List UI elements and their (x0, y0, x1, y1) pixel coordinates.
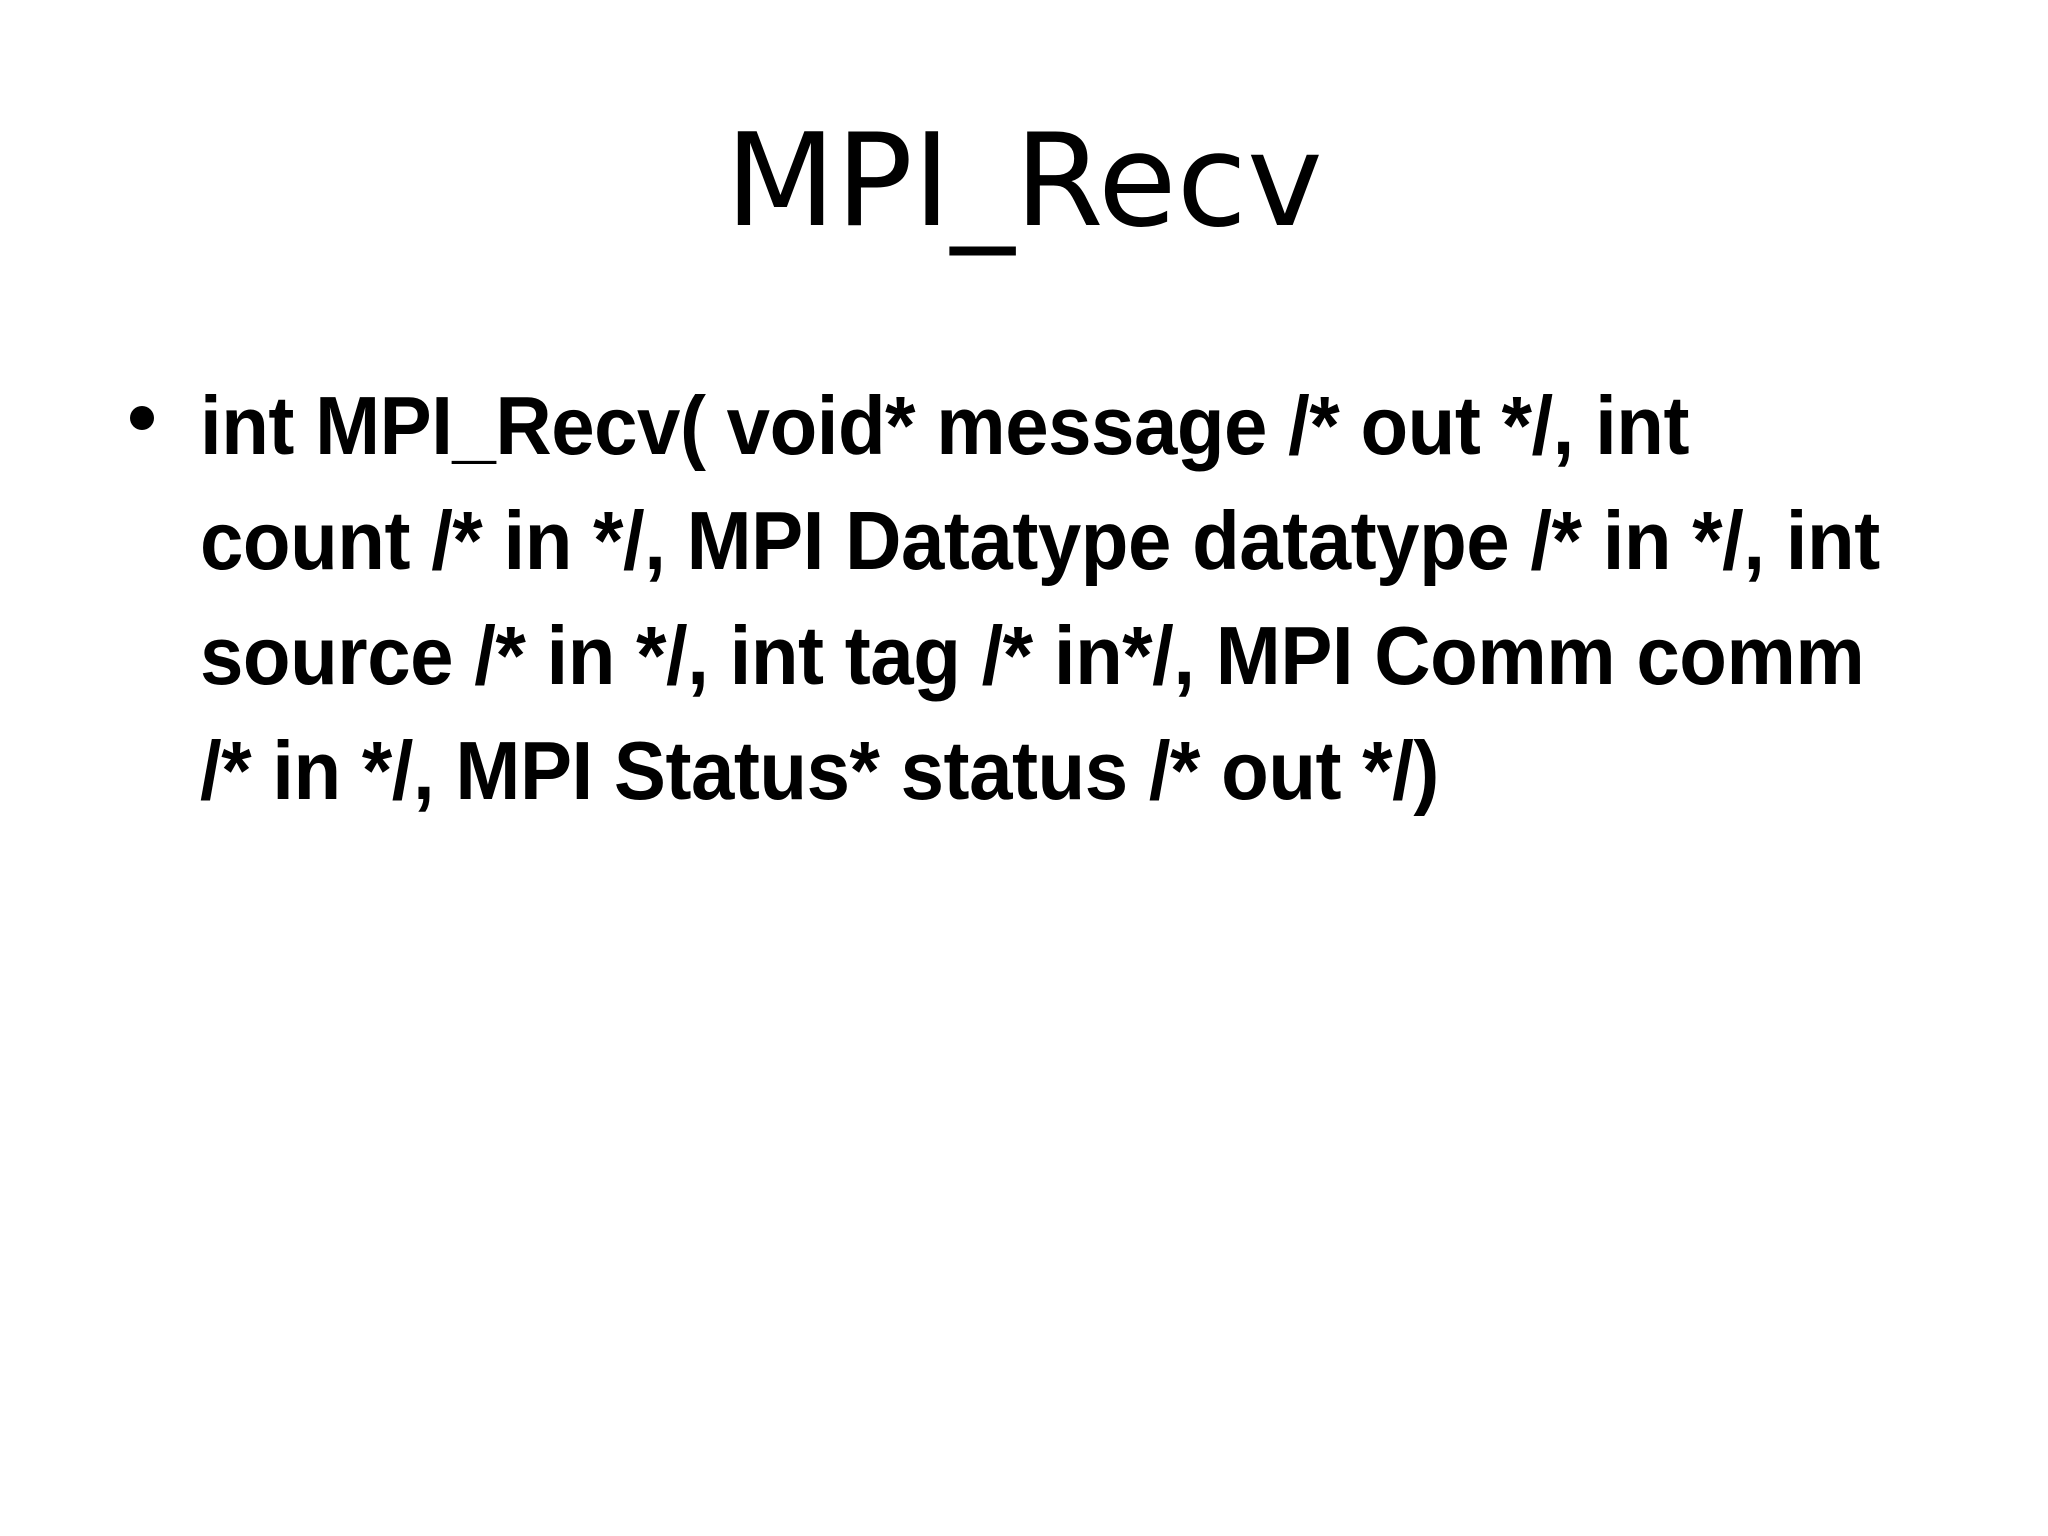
bullet-dot-icon (130, 406, 154, 430)
list-item: int MPI_Recv( void* message /* out */, i… (108, 368, 1908, 828)
slide-body-content: int MPI_Recv( void* message /* out */, i… (108, 368, 1908, 828)
page-title: MPI_Recv (725, 107, 1323, 256)
list-item-label: int MPI_Recv( void* message /* out */, i… (200, 379, 1880, 817)
